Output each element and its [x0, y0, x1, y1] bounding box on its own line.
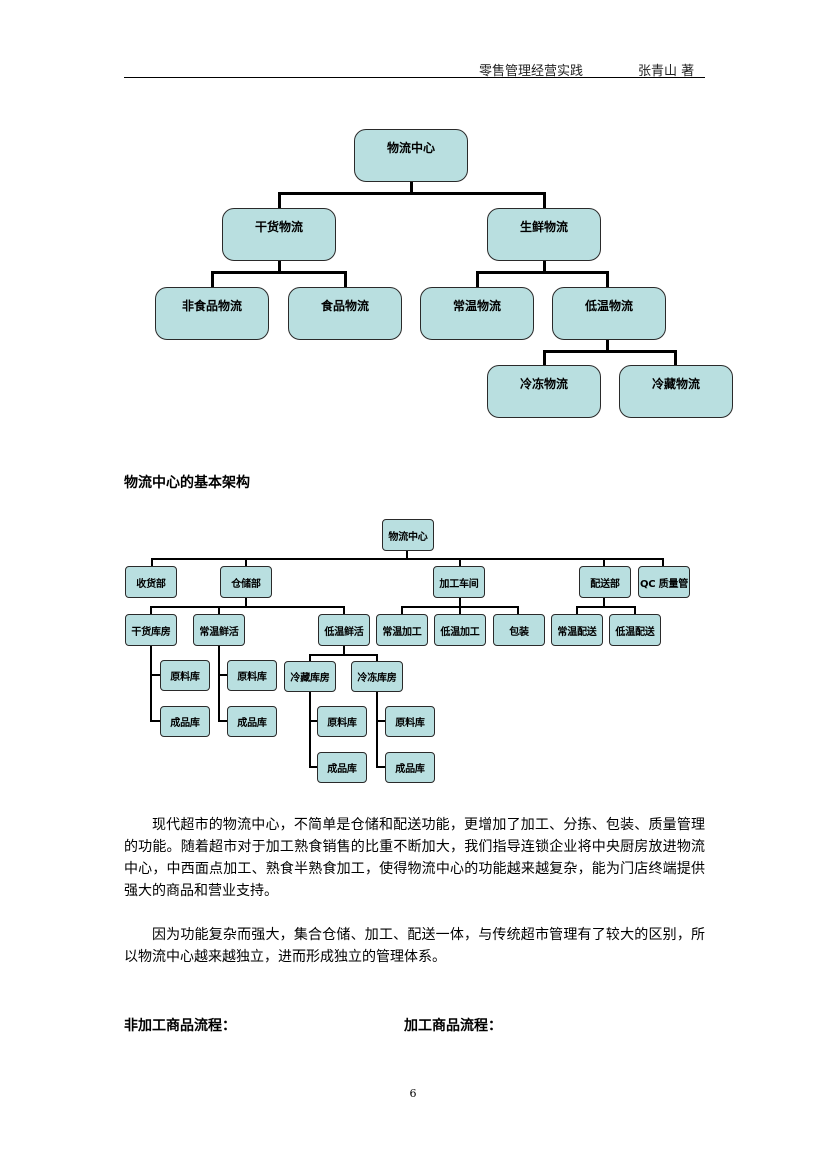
org-ambient-delivery: 常温配送 [551, 614, 603, 646]
org-logistics-center: 物流中心 [382, 519, 434, 551]
node-food-logistics: 食品物流 [288, 287, 402, 340]
org-delivery-dept: 配送部 [579, 566, 631, 598]
header-book-title: 零售管理经营实践 [479, 64, 584, 79]
org-warehouse-dept: 仓储部 [220, 566, 272, 598]
org-dry-goods-store: 干货库房 [125, 614, 177, 646]
node-fresh-logistics: 生鲜物流 [487, 208, 601, 261]
org-finished-goods-store: 成品库 [317, 752, 367, 783]
org-processing-workshop: 加工车间 [433, 566, 485, 598]
page-number: 6 [409, 1087, 417, 1100]
body-paragraph-1: 现代超市的物流中心，不简单是仓储和配送功能，更增加了加工、分拣、包装、质量管理的… [124, 817, 705, 899]
org-lowtemp-delivery: 低温配送 [609, 614, 661, 646]
org-receiving-dept: 收货部 [125, 566, 177, 598]
node-logistics-center: 物流中心 [354, 129, 468, 182]
org-raw-material-store: 原料库 [317, 706, 367, 737]
org-raw-material-store: 原料库 [227, 660, 277, 691]
org-qc-dept: QC 质量管 [638, 566, 690, 598]
org-finished-goods-store: 成品库 [227, 706, 277, 737]
org-ambient-processing: 常温加工 [376, 614, 428, 646]
org-raw-material-store: 原料库 [385, 706, 435, 737]
node-nonfood-logistics: 非食品物流 [155, 287, 269, 340]
node-lowtemp-logistics: 低温物流 [552, 287, 666, 340]
org-lowtemp-fresh: 低温鲜活 [318, 614, 370, 646]
heading-processed-flow: 加工商品流程： [404, 1018, 502, 1034]
org-finished-goods-store: 成品库 [385, 752, 435, 783]
heading-non-processed-flow: 非加工商品流程： [124, 1018, 236, 1034]
section-caption: 物流中心的基本架构 [124, 475, 250, 491]
org-frozen-room: 冷冻库房 [351, 661, 403, 692]
org-raw-material-store: 原料库 [160, 660, 210, 691]
body-paragraph-2: 因为功能复杂而强大，集合仓储、加工、配送一体，与传统超市管理有了较大的区别，所以… [124, 927, 705, 965]
node-ambient-logistics: 常温物流 [420, 287, 534, 340]
header-author: 张青山 著 [638, 64, 695, 79]
org-packing: 包装 [493, 614, 545, 646]
node-chilled-logistics: 冷藏物流 [619, 365, 733, 418]
org-lowtemp-processing: 低温加工 [434, 614, 486, 646]
org-finished-goods-store: 成品库 [160, 706, 210, 737]
node-frozen-logistics: 冷冻物流 [487, 365, 601, 418]
org-chilled-room: 冷藏库房 [284, 661, 336, 692]
org-ambient-fresh: 常温鲜活 [193, 614, 245, 646]
header-rule [124, 77, 705, 78]
node-dry-goods-logistics: 干货物流 [222, 208, 336, 261]
